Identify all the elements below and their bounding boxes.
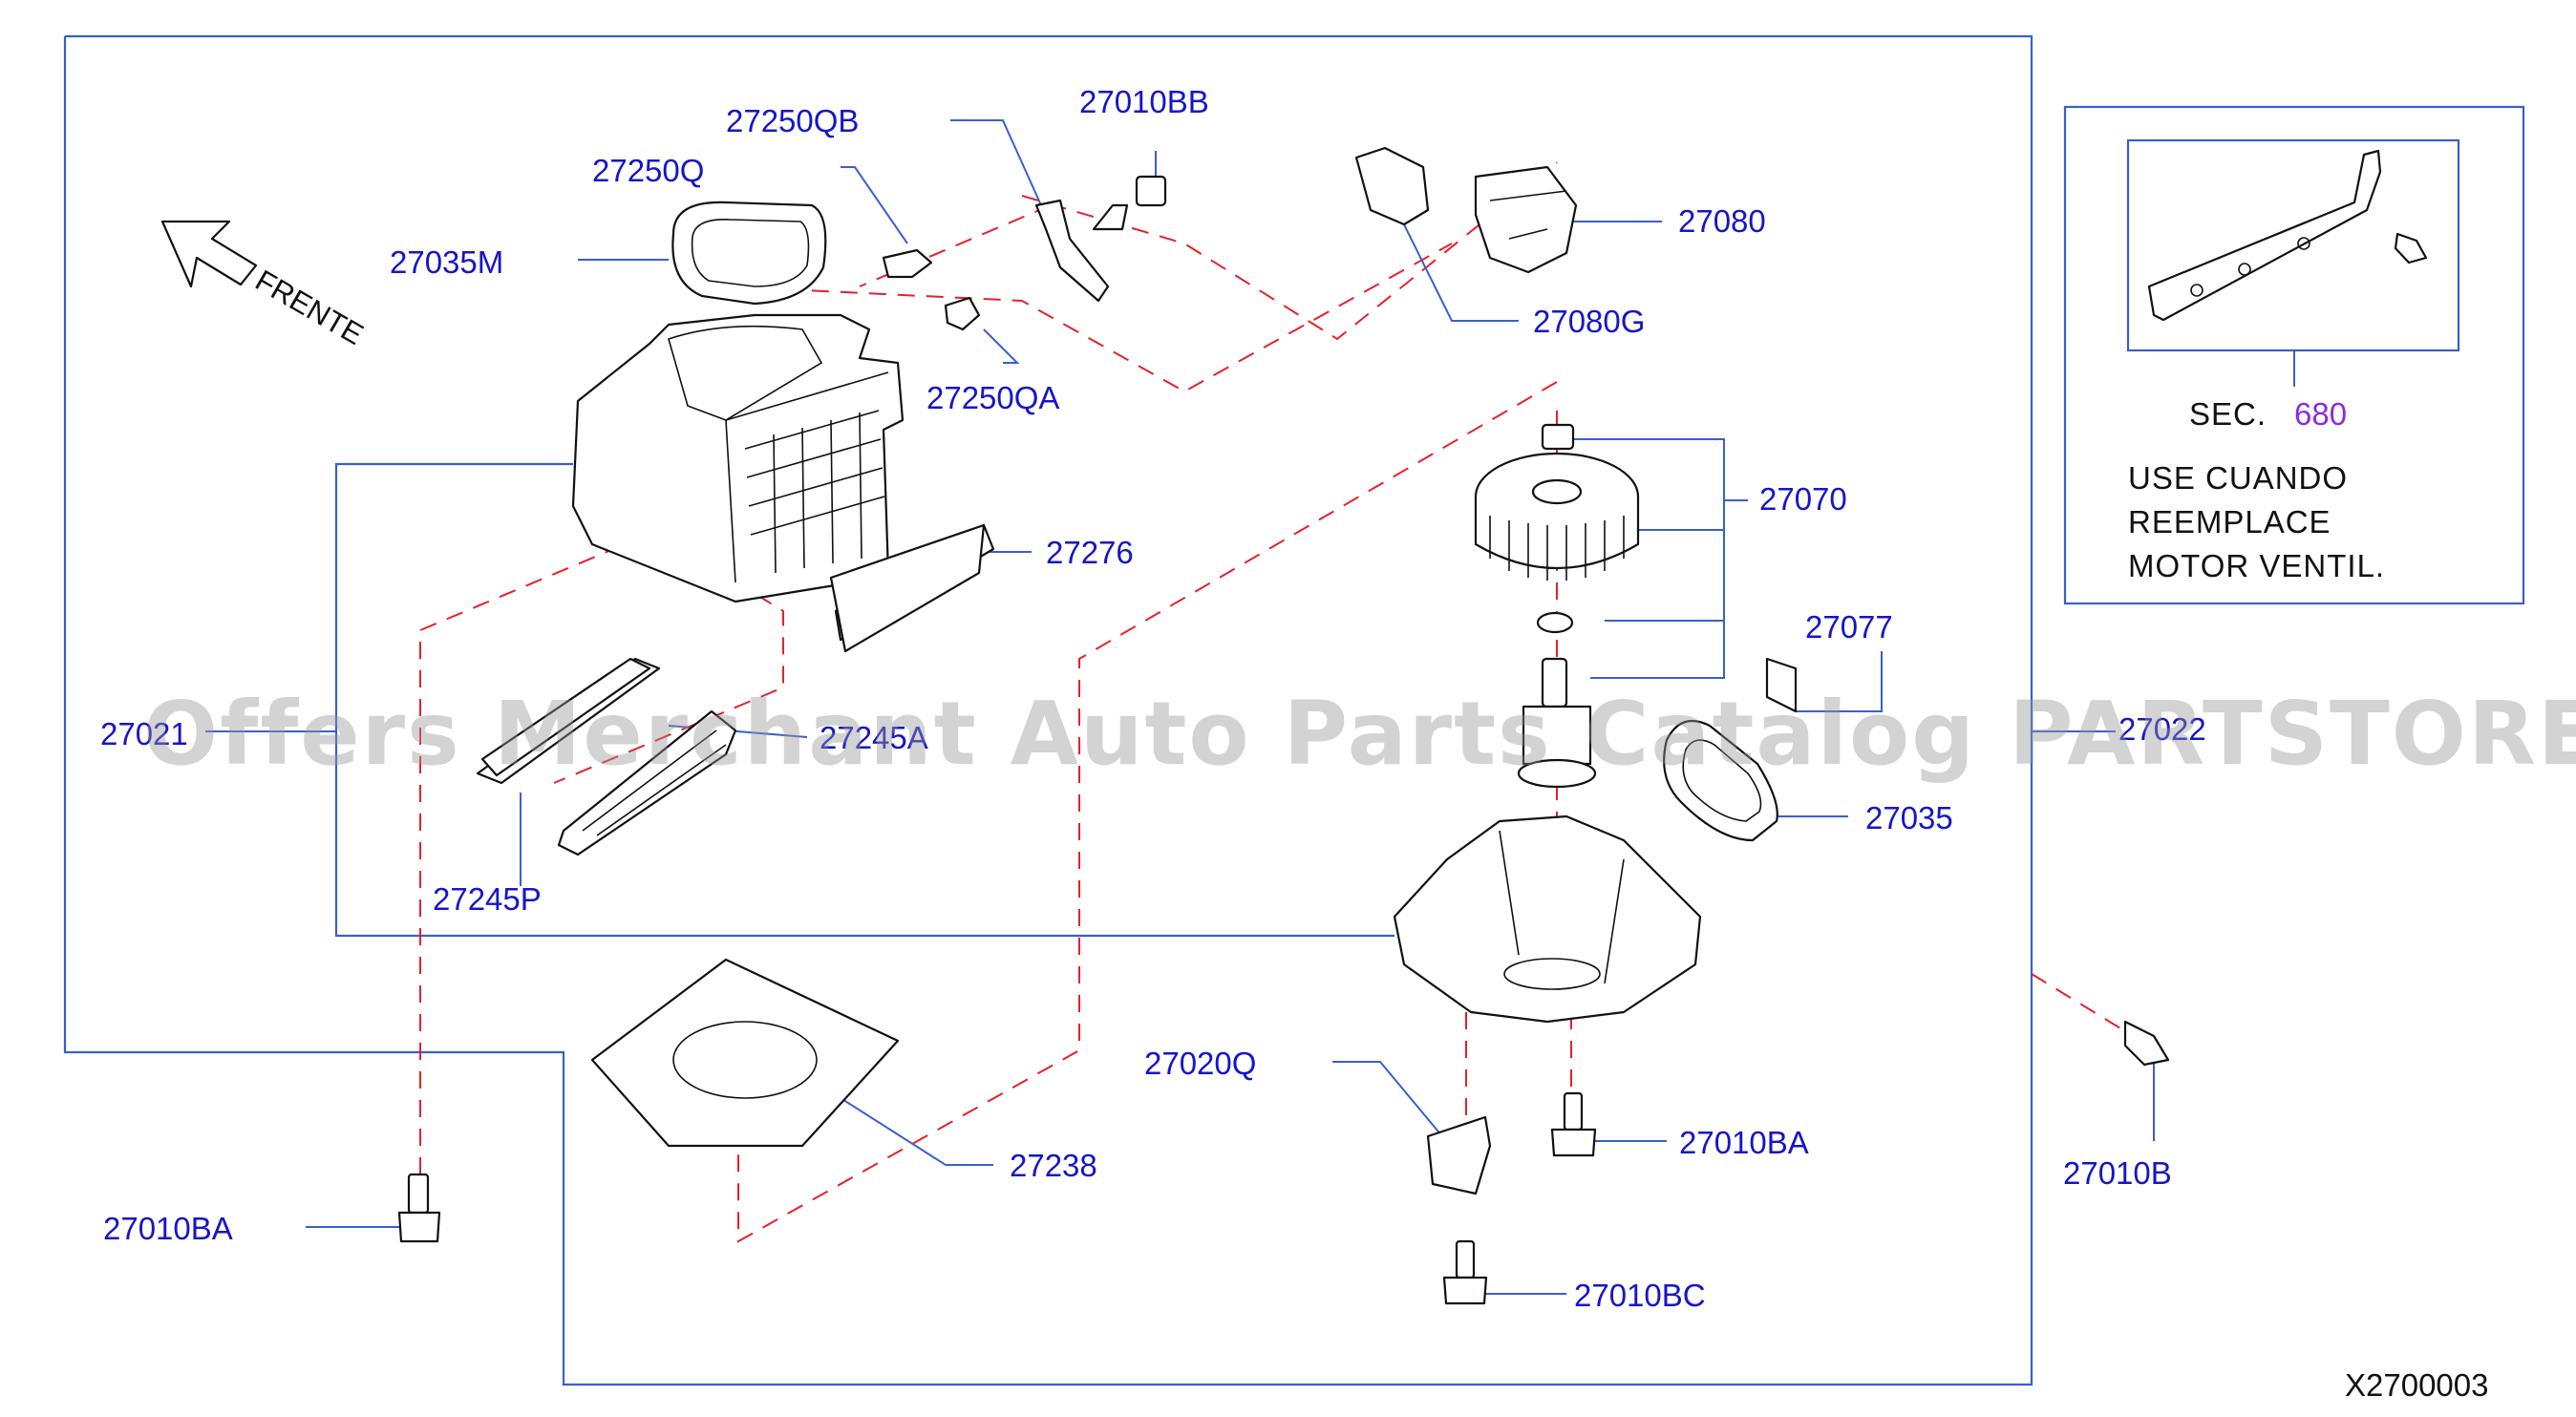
- duct-plate-27238: [590, 958, 900, 1148]
- screw-27010BC: [1442, 1239, 1488, 1305]
- gasket-27035M: [671, 201, 827, 306]
- leader-lines: [205, 119, 2155, 1295]
- intake-housing: [571, 313, 905, 603]
- bracket-27080G: [1354, 146, 1430, 226]
- callout-27070[interactable]: 27070: [1759, 481, 1847, 517]
- callout-27077[interactable]: 27077: [1805, 609, 1893, 645]
- callout-27010BA-right[interactable]: 27010BA: [1679, 1125, 1809, 1160]
- callout-27010BB[interactable]: 27010BB: [1079, 84, 1209, 119]
- plate-27077: [1765, 657, 1798, 713]
- bracket-27250QB: [1034, 199, 1110, 303]
- blower-case: [1393, 814, 1702, 1024]
- inset-sec-number[interactable]: 680: [2294, 396, 2347, 432]
- screw-27010B: [2123, 1020, 2170, 1067]
- callout-27010B[interactable]: 27010B: [2063, 1155, 2172, 1191]
- filter-cover-27276: [829, 523, 995, 653]
- callout-27035M[interactable]: 27035M: [390, 244, 503, 280]
- callout-27276[interactable]: 27276: [1046, 535, 1134, 570]
- part-drawings: [160, 146, 2170, 1305]
- inset-note-line-2: REEMPLACE: [2128, 504, 2331, 539]
- clip-27250Q: [882, 248, 933, 279]
- front-direction-arrow-icon: [160, 220, 258, 288]
- callout-27250QB[interactable]: 27250QB: [726, 103, 859, 138]
- inset-note-line-3: MOTOR VENTIL.: [2128, 548, 2385, 583]
- diagram-code: X2700003: [2345, 1367, 2488, 1403]
- callout-27020Q[interactable]: 27020Q: [1144, 1046, 1256, 1081]
- inset-panel: SEC. 680 USE CUANDO REEMPLACE MOTOR VENT…: [2063, 105, 2525, 605]
- callout-27250Q[interactable]: 27250Q: [592, 153, 704, 188]
- inset-sec-label: SEC.: [2189, 396, 2267, 432]
- callout-27245P[interactable]: 27245P: [433, 881, 542, 917]
- gasket-27035: [1663, 719, 1778, 842]
- screw-27010BB: [1092, 175, 1167, 231]
- callout-27035[interactable]: 27035: [1865, 800, 1953, 835]
- callout-27022[interactable]: 27022: [2118, 711, 2206, 747]
- inset-note-line-1: USE CUANDO: [2128, 460, 2348, 496]
- callout-27245A[interactable]: 27245A: [820, 720, 928, 755]
- callout-27080[interactable]: 27080: [1678, 203, 1766, 239]
- callout-27250QA[interactable]: 27250QA: [926, 380, 1059, 415]
- callout-27010BC[interactable]: 27010BC: [1574, 1278, 1706, 1313]
- screw-27010BA-left: [397, 1173, 441, 1243]
- actuator-27080: [1474, 165, 1578, 274]
- frame-lines: [63, 34, 2033, 1386]
- watermark-text: Offers Merchant Auto Parts Catalog PARTS…: [143, 683, 2576, 785]
- callout-27080G[interactable]: 27080G: [1533, 304, 1645, 339]
- frente-label: FRENTE: [250, 264, 370, 351]
- callout-labels: 27250QB 27010BB 27250Q 27035M 27250QA 27…: [100, 84, 2206, 1313]
- callout-27010BA-left[interactable]: 27010BA: [103, 1211, 233, 1246]
- blower-motor-27070: [1474, 423, 1640, 789]
- filter-27245P: [476, 657, 661, 785]
- screw-27010BA-right: [1550, 1091, 1597, 1157]
- bracket-27020Q: [1426, 1115, 1492, 1195]
- callout-27238[interactable]: 27238: [1010, 1148, 1097, 1183]
- callout-27021[interactable]: 27021: [100, 716, 188, 751]
- filter-27245A: [557, 709, 737, 857]
- clip-27250QA: [944, 296, 981, 331]
